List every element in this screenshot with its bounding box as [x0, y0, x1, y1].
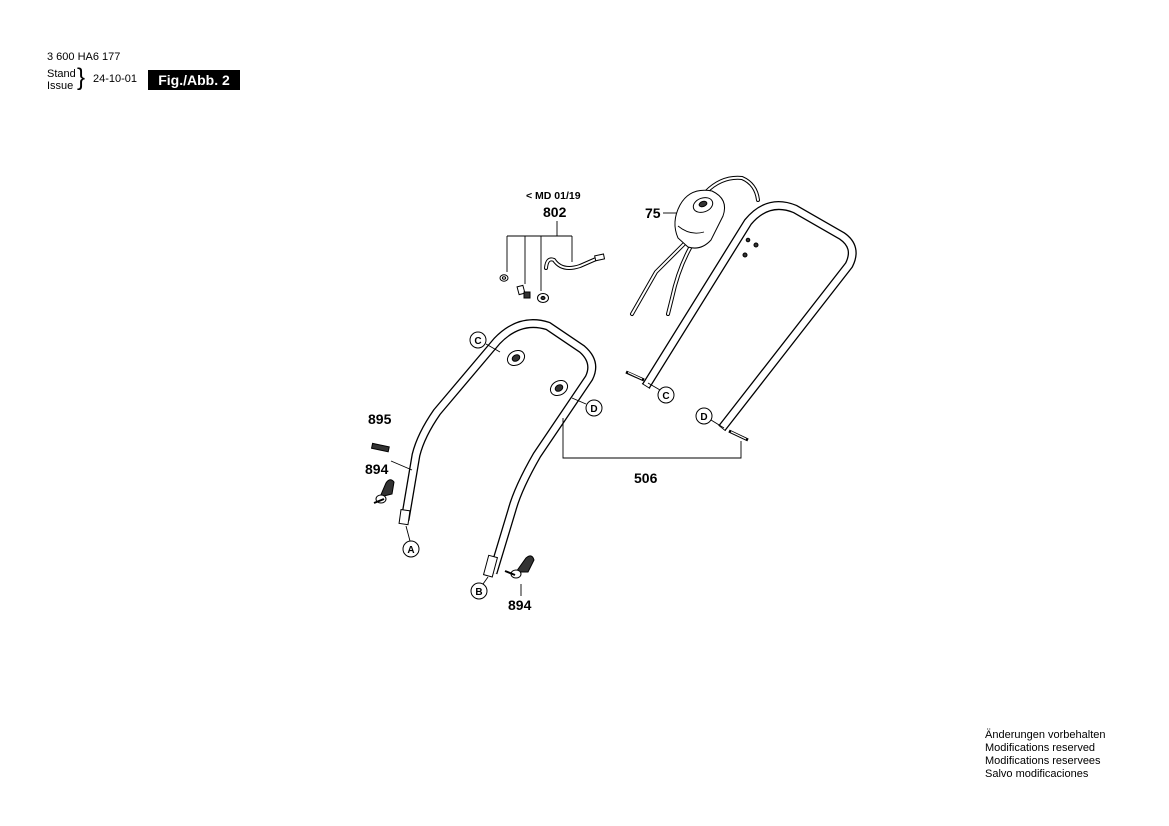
switch-button-center [698, 200, 708, 208]
part-506-group: 506 [562, 418, 742, 486]
leader-c-lower [647, 382, 661, 391]
marker-circle [585, 399, 603, 417]
marker-letter: C [474, 336, 481, 347]
upper-handle-end-left [641, 383, 651, 389]
handle-bracket-a [398, 508, 411, 526]
small-washer-hole [501, 276, 507, 280]
brace-symbol: } [77, 64, 86, 91]
leader-a [405, 525, 411, 542]
cam-lever-upper [379, 479, 395, 498]
pin-895 [370, 442, 390, 453]
lower-handle-tube [400, 319, 597, 575]
cam-lever-upper-bolt [373, 498, 385, 504]
notice-line-es: Salvo modificaciones [985, 768, 1089, 780]
figure-label: Fig./Abb. 2 [148, 70, 240, 90]
part-894-upper-group: 894 [365, 460, 413, 504]
part-894-lower-group: 894 [504, 555, 535, 613]
marker-c-upper: C [469, 331, 501, 353]
part-895-group: 895 [368, 411, 392, 453]
marker-letter: A [407, 545, 414, 556]
marker-circle [695, 407, 713, 425]
cable-connector [594, 253, 606, 262]
stand-label: Stand [47, 68, 76, 80]
switch-upper-cable-inner [705, 176, 759, 201]
model-range-label: < MD 01/19 [526, 190, 581, 202]
marker-d-upper: D [571, 397, 603, 417]
upper-handle-tube-inner [643, 202, 856, 430]
callout-506: 506 [634, 470, 658, 486]
switch-box-edge [677, 225, 705, 234]
leader-d-upper [571, 397, 587, 405]
marker-d-lower: D [695, 407, 725, 429]
issue-date: 24-10-01 [93, 73, 138, 85]
marker-letter: D [700, 412, 707, 423]
switch-lower-cable-2-inner [667, 247, 691, 315]
modifications-notice: Änderungen vorbehalten Modifications res… [985, 729, 1105, 781]
bracket-506 [562, 418, 742, 459]
callout-802: 802 [543, 204, 567, 220]
leader-c-upper [485, 343, 501, 353]
document-number: 3 600 HA6 177 [47, 51, 121, 63]
upper-handle [625, 201, 857, 442]
marker-circle [469, 331, 487, 349]
notice-line-en: Modifications reserved [985, 742, 1096, 754]
leader-b [482, 576, 489, 585]
part-75-group: 75 [630, 175, 760, 316]
notice-line-de: Änderungen vorbehalten [985, 729, 1106, 741]
lower-handle-tube-inner [401, 320, 595, 574]
handle-knob-d-center [554, 384, 564, 392]
switch-lower-cable-1-inner [631, 243, 685, 315]
handle-screw-1 [745, 237, 751, 243]
leader-894-upper [390, 460, 413, 471]
leader-d-lower [710, 419, 725, 429]
bolt-c-highlight [627, 371, 643, 380]
issue-label: Issue [47, 80, 74, 92]
marker-letter: B [475, 587, 482, 598]
marker-circle [657, 386, 675, 404]
marker-circle [402, 540, 420, 558]
handle-knob-c-center [511, 354, 521, 362]
marker-circle [470, 582, 488, 600]
handle-screw-3 [742, 252, 748, 258]
notice-line-fr: Modifications reservees [985, 755, 1101, 767]
cam-lever-lower-bolt [504, 570, 516, 576]
handle-screw-2 [753, 242, 759, 248]
cable-ring-hole [540, 295, 546, 301]
marker-letter: C [662, 391, 669, 402]
cable-nut [523, 291, 531, 299]
cable-wire-inner [545, 258, 597, 269]
callout-894-upper: 894 [365, 461, 389, 477]
marker-a: A [402, 525, 420, 558]
marker-c-lower: C [647, 382, 675, 404]
lower-handle [398, 319, 597, 578]
marker-letter: D [590, 404, 597, 415]
callout-895: 895 [368, 411, 392, 427]
cam-lever-lower [515, 555, 535, 573]
handle-bracket-b [482, 554, 499, 578]
callout-75: 75 [645, 205, 661, 221]
bolt-d-highlight [730, 431, 747, 440]
cable-screw [516, 284, 526, 296]
part-802-group: < MD 01/19 802 [499, 190, 606, 303]
callout-894-lower: 894 [508, 597, 532, 613]
marker-b: B [470, 576, 489, 600]
upper-handle-end-right [718, 424, 726, 432]
